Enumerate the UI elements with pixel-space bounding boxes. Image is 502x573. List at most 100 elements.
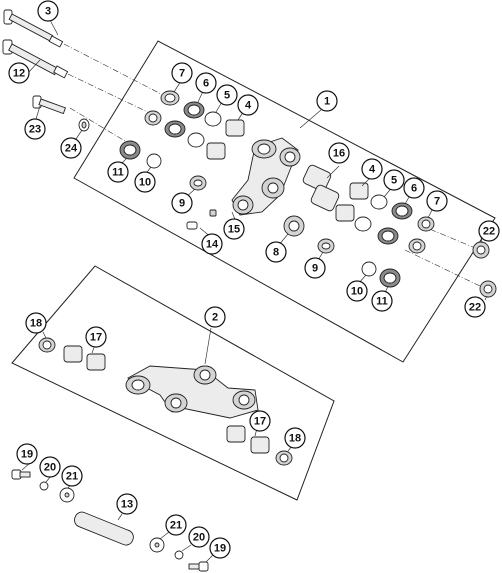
callout-number: 16 — [333, 148, 345, 160]
washer-10a — [146, 153, 162, 169]
callout-c15: 15 — [223, 218, 245, 240]
callout-circle — [209, 537, 231, 559]
callout-c21b: 21 — [165, 514, 187, 536]
axis-line-right-lower — [404, 249, 483, 288]
callout-circle — [8, 62, 30, 84]
callout-c8: 8 — [265, 241, 287, 263]
callout-c23: 23 — [24, 118, 46, 140]
callout-number: 23 — [29, 124, 41, 136]
callout-number: 3 — [45, 6, 51, 18]
bearing-11b — [379, 268, 401, 288]
callout-circle — [284, 427, 306, 449]
callout-c16: 16 — [328, 142, 350, 164]
callout-number: 10 — [351, 286, 363, 298]
callout-circle — [361, 158, 383, 180]
bearing-6d — [377, 227, 399, 245]
callout-number: 6 — [203, 78, 209, 90]
ring-5c — [187, 132, 205, 148]
callout-number: 2 — [212, 312, 218, 324]
callout-number: 17 — [90, 332, 102, 344]
washer-20b — [174, 550, 184, 560]
bushing-9b — [317, 238, 335, 254]
callout-circle — [60, 137, 82, 159]
callout-circle — [107, 161, 129, 183]
callout-c10b: 10 — [346, 280, 368, 302]
callout-c21a: 21 — [61, 465, 83, 487]
callout-number: 7 — [179, 68, 185, 80]
callout-circle — [171, 192, 193, 214]
callout-c2: 2 — [204, 306, 226, 328]
callout-number: 9 — [179, 198, 185, 210]
callout-c13: 13 — [116, 493, 138, 515]
bearing-11a — [119, 140, 141, 160]
callout-c22b: 22 — [464, 296, 486, 318]
callout-number: 20 — [193, 532, 205, 544]
callout-c7a: 7 — [171, 62, 193, 84]
callout-number: 17 — [254, 416, 266, 428]
bolt-23 — [32, 95, 67, 115]
callout-c3: 3 — [37, 0, 59, 22]
callout-c11a: 11 — [107, 161, 129, 183]
callout-circle — [304, 257, 326, 279]
bolt-3 — [3, 9, 64, 48]
axle-13 — [74, 511, 134, 546]
callout-number: 19 — [214, 543, 226, 555]
callout-number: 5 — [224, 90, 230, 102]
bearing-6a — [183, 101, 205, 119]
callout-number: 7 — [434, 196, 440, 208]
callout-number: 11 — [376, 296, 388, 308]
callout-c11b: 11 — [371, 290, 393, 312]
callout-number: 18 — [289, 433, 301, 445]
callout-number: 1 — [324, 96, 330, 108]
callout-circle — [328, 142, 350, 164]
callout-number: 22 — [469, 302, 481, 314]
linkage-rocker-2 — [125, 365, 259, 419]
callout-circle — [171, 62, 193, 84]
callout-circle — [16, 443, 38, 465]
callout-number: 13 — [121, 499, 133, 511]
washer-21a — [59, 487, 75, 503]
callout-c20b: 20 — [188, 526, 210, 548]
washer-20a — [39, 481, 49, 491]
sleeve-17b — [226, 425, 270, 454]
seal-7a — [160, 90, 180, 106]
callout-c4a: 4 — [237, 94, 259, 116]
sleeve-17a — [63, 345, 106, 371]
callout-number: 5 — [391, 175, 397, 187]
grease-nipple-14 — [186, 209, 217, 230]
callout-c9a: 9 — [171, 192, 193, 214]
bushing-9a — [189, 175, 207, 191]
washer-10b — [361, 261, 377, 277]
axis-line-bolt-12 — [67, 73, 159, 118]
callout-c1: 1 — [316, 90, 338, 112]
seal-7c — [144, 110, 162, 126]
callout-circle — [403, 177, 425, 199]
callout-number: 11 — [112, 167, 124, 179]
ring-5d — [354, 216, 372, 232]
callout-number: 12 — [13, 68, 25, 80]
callout-number: 24 — [65, 143, 78, 155]
callout-circle — [195, 72, 217, 94]
callout-circle — [37, 0, 59, 22]
callout-number: 22 — [483, 226, 495, 238]
callout-c14: 14 — [201, 233, 223, 255]
callout-circle — [478, 220, 500, 242]
callout-c18b: 18 — [284, 427, 306, 449]
callout-c4b: 4 — [361, 158, 383, 180]
screw-19a — [11, 469, 31, 480]
callout-circle — [39, 456, 61, 478]
callout-number: 21 — [66, 471, 78, 483]
callout-c12: 12 — [8, 62, 30, 84]
callout-circle — [134, 171, 156, 193]
callout-c5b: 5 — [383, 169, 405, 191]
callout-circle — [316, 90, 338, 112]
callout-circle — [371, 290, 393, 312]
sleeve-4a — [225, 119, 245, 137]
callout-circle — [249, 410, 271, 432]
callout-circle — [464, 296, 486, 318]
callout-c6a: 6 — [195, 72, 217, 94]
callout-c22a: 22 — [478, 220, 500, 242]
sleeve-4b — [349, 182, 369, 200]
